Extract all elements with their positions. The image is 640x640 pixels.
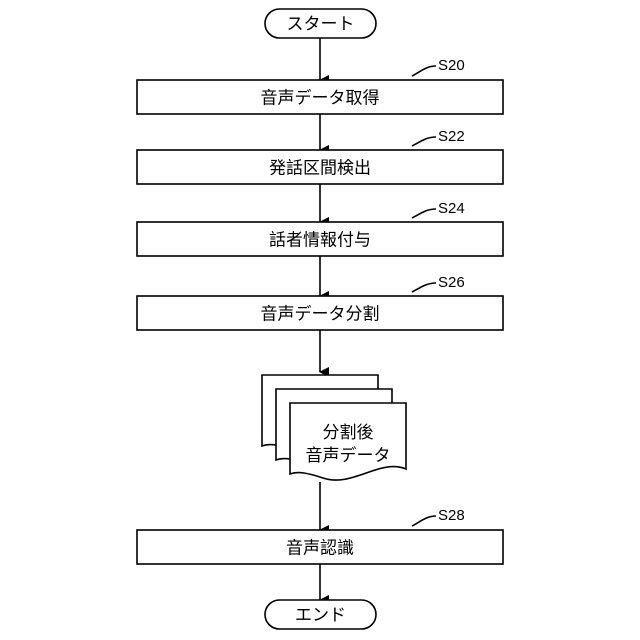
step-s28-leader xyxy=(412,516,436,526)
end-label: エンド xyxy=(295,606,346,625)
start-terminal: スタート xyxy=(265,9,376,38)
step-s22-leader xyxy=(412,137,436,146)
document-line1: 分割後 xyxy=(323,423,374,442)
step-s20-id: S20 xyxy=(438,57,465,74)
step-s24-label: 話者情報付与 xyxy=(269,231,371,250)
end-terminal: エンド xyxy=(265,600,376,629)
start-label: スタート xyxy=(287,15,355,34)
step-s22-label: 発話区間検出 xyxy=(269,159,371,178)
document-line2: 音声データ xyxy=(306,445,391,465)
step-s20-leader xyxy=(412,66,436,76)
step-s22-id: S22 xyxy=(438,128,465,145)
step-s28-label: 音声認識 xyxy=(286,539,354,558)
document-stack: 分割後 音声データ xyxy=(262,375,406,480)
step-s24-leader xyxy=(412,209,436,218)
step-s26-id: S26 xyxy=(438,274,465,291)
step-s26-leader xyxy=(412,283,436,292)
step-s28-id: S28 xyxy=(438,507,465,524)
step-s24-id: S24 xyxy=(438,200,465,217)
step-s20-label: 音声データ取得 xyxy=(261,88,380,108)
step-s26-label: 音声データ分割 xyxy=(261,304,380,324)
